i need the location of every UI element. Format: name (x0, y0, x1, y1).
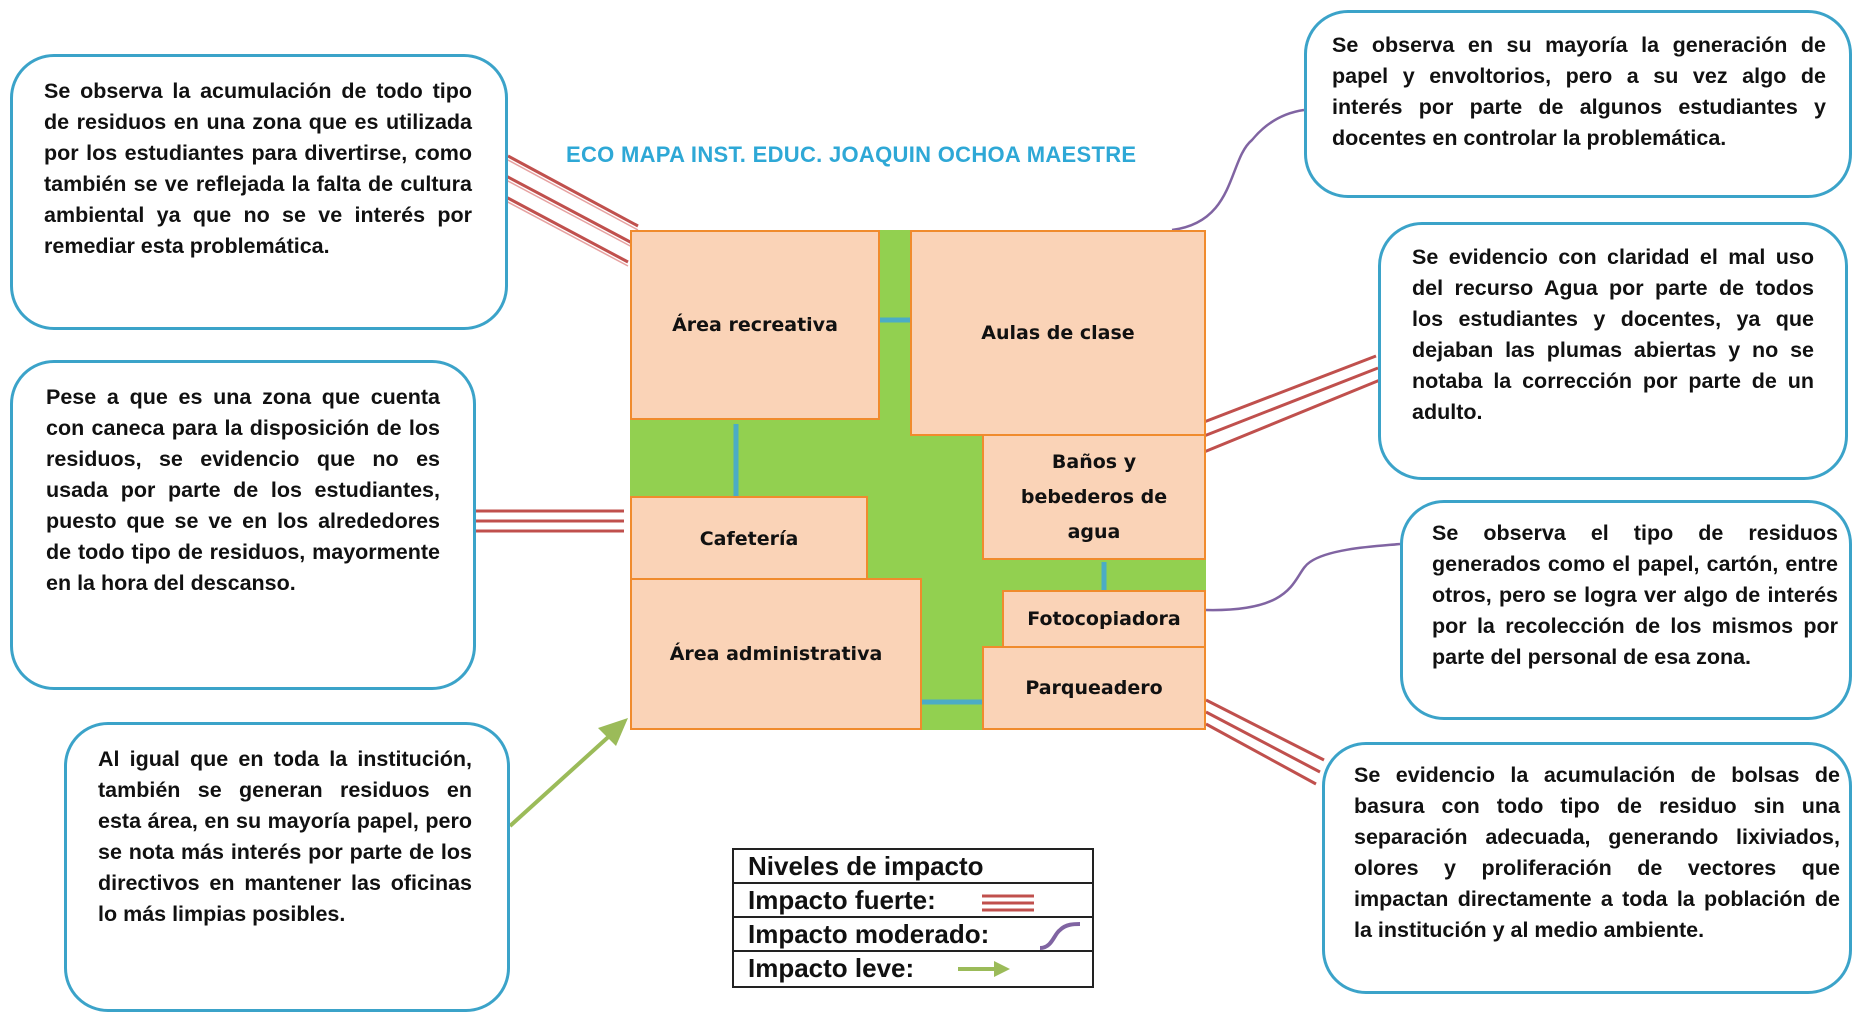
note-text-top-left: Se observa la acumulación de todo tipo d… (44, 79, 472, 258)
legend-row-moderate: Impacto moderado: (734, 918, 1092, 952)
note-bubble-bottom-left (64, 722, 510, 1012)
impact-legend: Niveles de impacto Impacto fuerte: Impac… (732, 848, 1094, 988)
connector-moderate-top-right (1171, 108, 1305, 232)
note-text-top-right: Se observa en su mayoría la generación d… (1332, 33, 1826, 150)
note-bubble-top-right (1304, 10, 1852, 198)
note-text-mid-left: Pese a que es una zona que cuenta con ca… (46, 385, 440, 595)
note-text-bottom-right: Se evidencio la acumulación de bolsas de… (1354, 763, 1840, 942)
note-text-upper-right: Se evidencio con claridad el mal uso del… (1412, 245, 1814, 424)
legend-row-mild: Impacto leve: (734, 952, 1092, 986)
note-text-bottom-left: Al igual que en toda la institución, tam… (98, 747, 472, 926)
legend-row-strong: Impacto fuerte: (734, 884, 1092, 918)
legend-strong-label: Impacto fuerte: (748, 885, 936, 915)
note-text-middle-right: Se observa el tipo de residuos generados… (1432, 521, 1838, 669)
note-bubble-bottom-right (1322, 742, 1852, 994)
legend-mild-label: Impacto leve: (748, 953, 915, 983)
legend-moderate-label: Impacto moderado: (748, 919, 990, 949)
legend-moderate-swatch (1039, 922, 1081, 950)
room-fotocopiadora: Fotocopiadora (1002, 590, 1206, 648)
note-bubble-upper-right (1378, 222, 1848, 480)
note-bubble-mid-left (10, 360, 476, 690)
room-parqueadero: Parqueadero (982, 646, 1206, 730)
note-bubble-top-left (10, 54, 508, 330)
page-title: ECO MAPA INST. EDUC. JOAQUIN OCHOA MAEST… (566, 142, 1137, 167)
connector-mild-arrow (508, 718, 628, 828)
connector-strong-upper-right (1203, 354, 1381, 454)
legend-header-label: Niveles de impacto (748, 851, 984, 881)
legend-mild-arrow (958, 961, 1010, 977)
room-banos-label: Baños y bebederos de agua (1020, 450, 1168, 543)
room-area-administrativa: Área administrativa (630, 578, 922, 730)
room-aulas-de-clase: Aulas de clase (910, 230, 1206, 436)
connector-strong-top-left (503, 154, 639, 267)
connector-moderate-middle-right (1205, 542, 1401, 612)
connector-strong-bottom-right (1205, 698, 1325, 786)
room-cafeteria: Cafetería (630, 496, 868, 582)
legend-strong-swatch (982, 894, 1034, 912)
legend-header: Niveles de impacto (734, 850, 1092, 884)
room-banos-bebederos: Baños y bebederos de agua (982, 434, 1206, 560)
connector-strong-mid-left (474, 509, 624, 533)
note-bubble-middle-right (1400, 500, 1852, 720)
room-area-recreativa: Área recreativa (630, 230, 880, 420)
